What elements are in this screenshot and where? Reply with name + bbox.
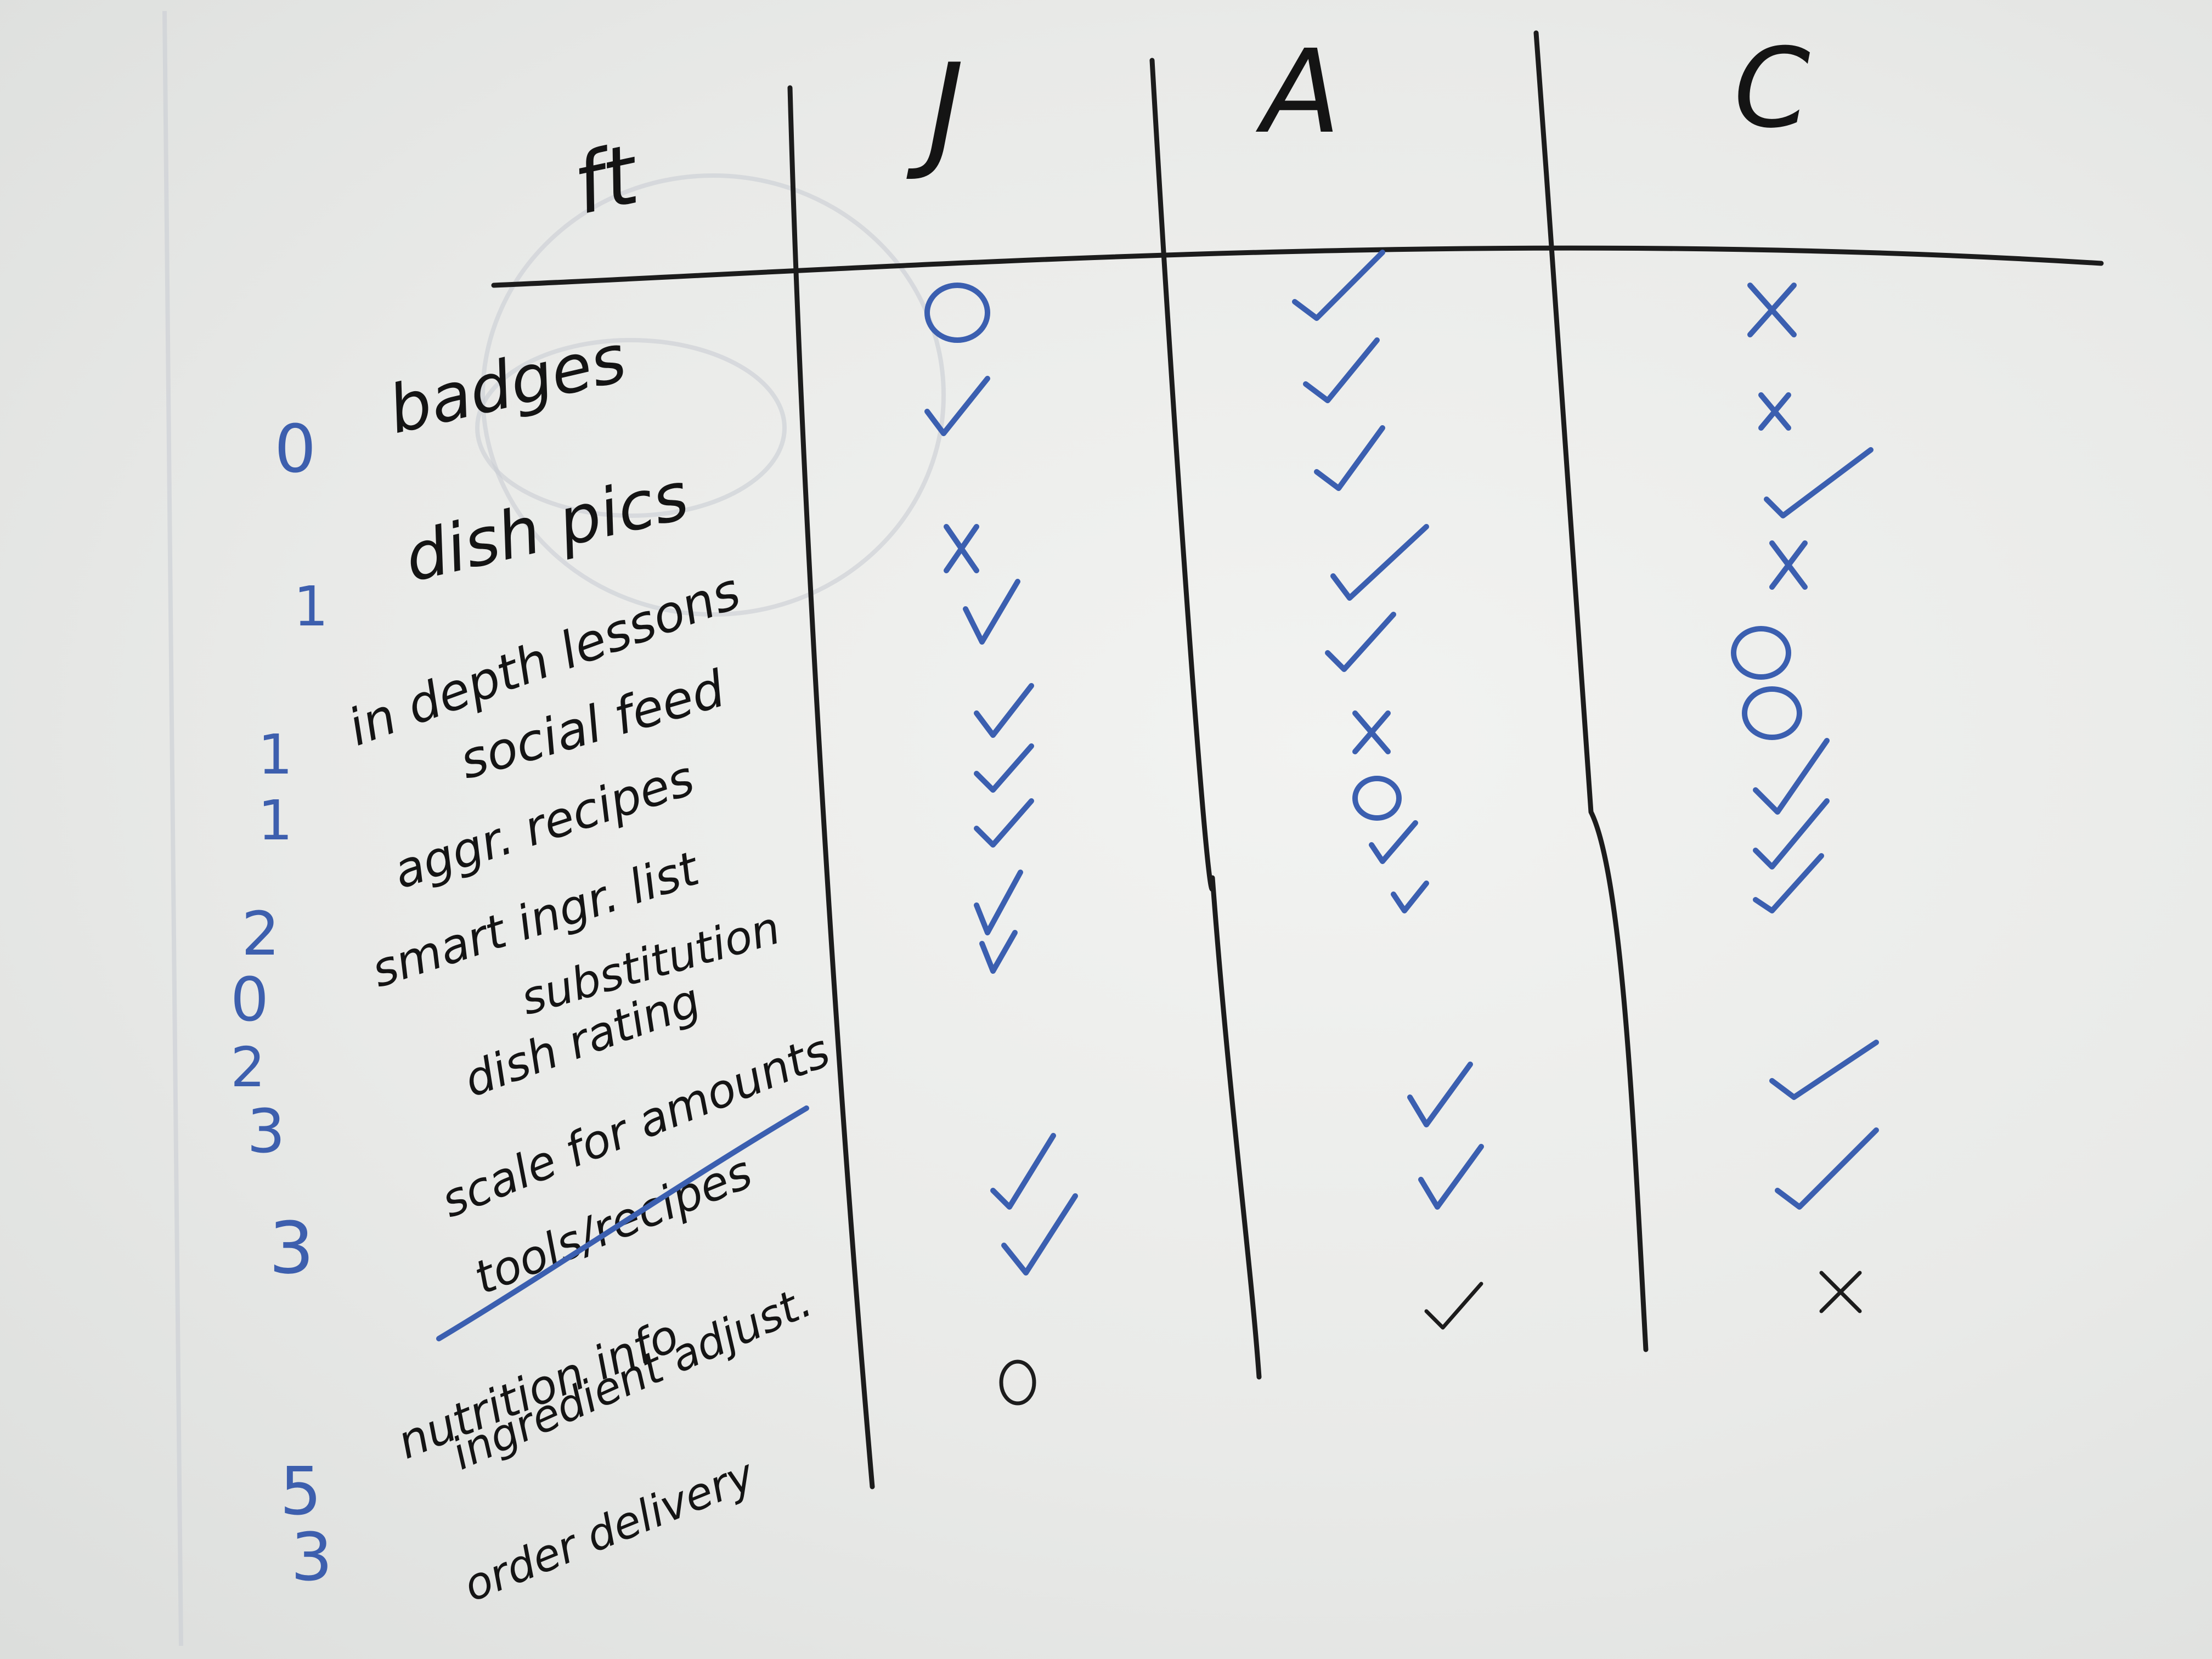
circle-mark xyxy=(1731,626,1791,680)
ghost-line xyxy=(162,10,183,1646)
strikethrough-line xyxy=(436,1105,809,1341)
column-divider-3 xyxy=(1533,30,1649,1352)
check-mark xyxy=(963,579,1020,645)
priority-number: 1 xyxy=(258,723,293,787)
x-mark xyxy=(1819,1271,1862,1313)
x-mark xyxy=(1352,710,1391,754)
circle-mark xyxy=(1352,776,1402,821)
circle-mark xyxy=(1742,686,1802,740)
check-mark xyxy=(1407,1062,1473,1127)
check-mark xyxy=(1292,250,1385,321)
x-mark xyxy=(1769,540,1808,590)
priority-number: 3 xyxy=(269,1206,314,1290)
check-mark xyxy=(1424,1282,1483,1330)
column-header-a: A xyxy=(1255,25,1341,159)
check-mark xyxy=(1325,612,1396,672)
marks-column-c xyxy=(1731,283,1879,1313)
column-header-c: C xyxy=(1734,25,1810,153)
check-mark xyxy=(924,376,990,436)
feature-list: badges dish pics in depth lessons social… xyxy=(341,320,837,1611)
ghost-smudge xyxy=(481,173,946,617)
circle-mark xyxy=(999,1359,1036,1406)
header: ft J A C xyxy=(566,25,1810,233)
check-mark xyxy=(1418,1144,1484,1210)
priority-number: 1 xyxy=(258,788,293,853)
marks-column-j xyxy=(924,283,1078,1406)
feature-label: badges xyxy=(381,320,633,449)
marks-column-a xyxy=(1292,250,1484,1330)
priority-number: 3 xyxy=(247,1096,285,1166)
check-mark xyxy=(1303,337,1380,403)
check-mark xyxy=(1753,853,1824,913)
check-mark xyxy=(974,870,1023,935)
priority-number: 0 xyxy=(274,411,316,488)
column-divider-2 xyxy=(1149,58,1262,1380)
check-mark xyxy=(979,930,1018,974)
column-divider-1 xyxy=(787,85,875,1489)
priority-number: 2 xyxy=(230,1035,266,1099)
x-mark xyxy=(1758,392,1791,431)
check-mark xyxy=(1764,447,1874,518)
feature-label: order delivery xyxy=(456,1448,762,1611)
check-mark xyxy=(1001,1193,1078,1276)
x-mark xyxy=(944,524,979,573)
check-mark xyxy=(1753,738,1830,815)
check-mark xyxy=(974,743,1034,793)
priority-number: 0 xyxy=(230,964,269,1035)
check-mark xyxy=(1391,881,1429,913)
x-mark xyxy=(1747,283,1797,337)
check-mark xyxy=(1369,820,1418,864)
feature-label: dish pics xyxy=(398,458,695,597)
column-header-j: J xyxy=(906,37,964,184)
priority-number: 3 xyxy=(291,1520,332,1596)
priority-column: 0 1 1 1 2 0 2 3 3 5 3 xyxy=(230,411,332,1596)
check-mark xyxy=(990,1133,1056,1210)
check-mark xyxy=(1769,1040,1879,1100)
check-mark xyxy=(1753,798,1830,870)
ghost-smudge xyxy=(475,338,787,518)
check-mark xyxy=(974,683,1034,738)
check-mark xyxy=(974,798,1034,848)
check-mark xyxy=(1314,425,1385,491)
header-divider-line xyxy=(491,245,2104,288)
priority-number: 5 xyxy=(280,1454,321,1530)
check-mark xyxy=(1330,524,1429,601)
check-mark xyxy=(1775,1127,1879,1210)
priority-number: 2 xyxy=(241,899,280,969)
circle-mark xyxy=(924,283,990,343)
priority-number: 1 xyxy=(294,574,329,639)
